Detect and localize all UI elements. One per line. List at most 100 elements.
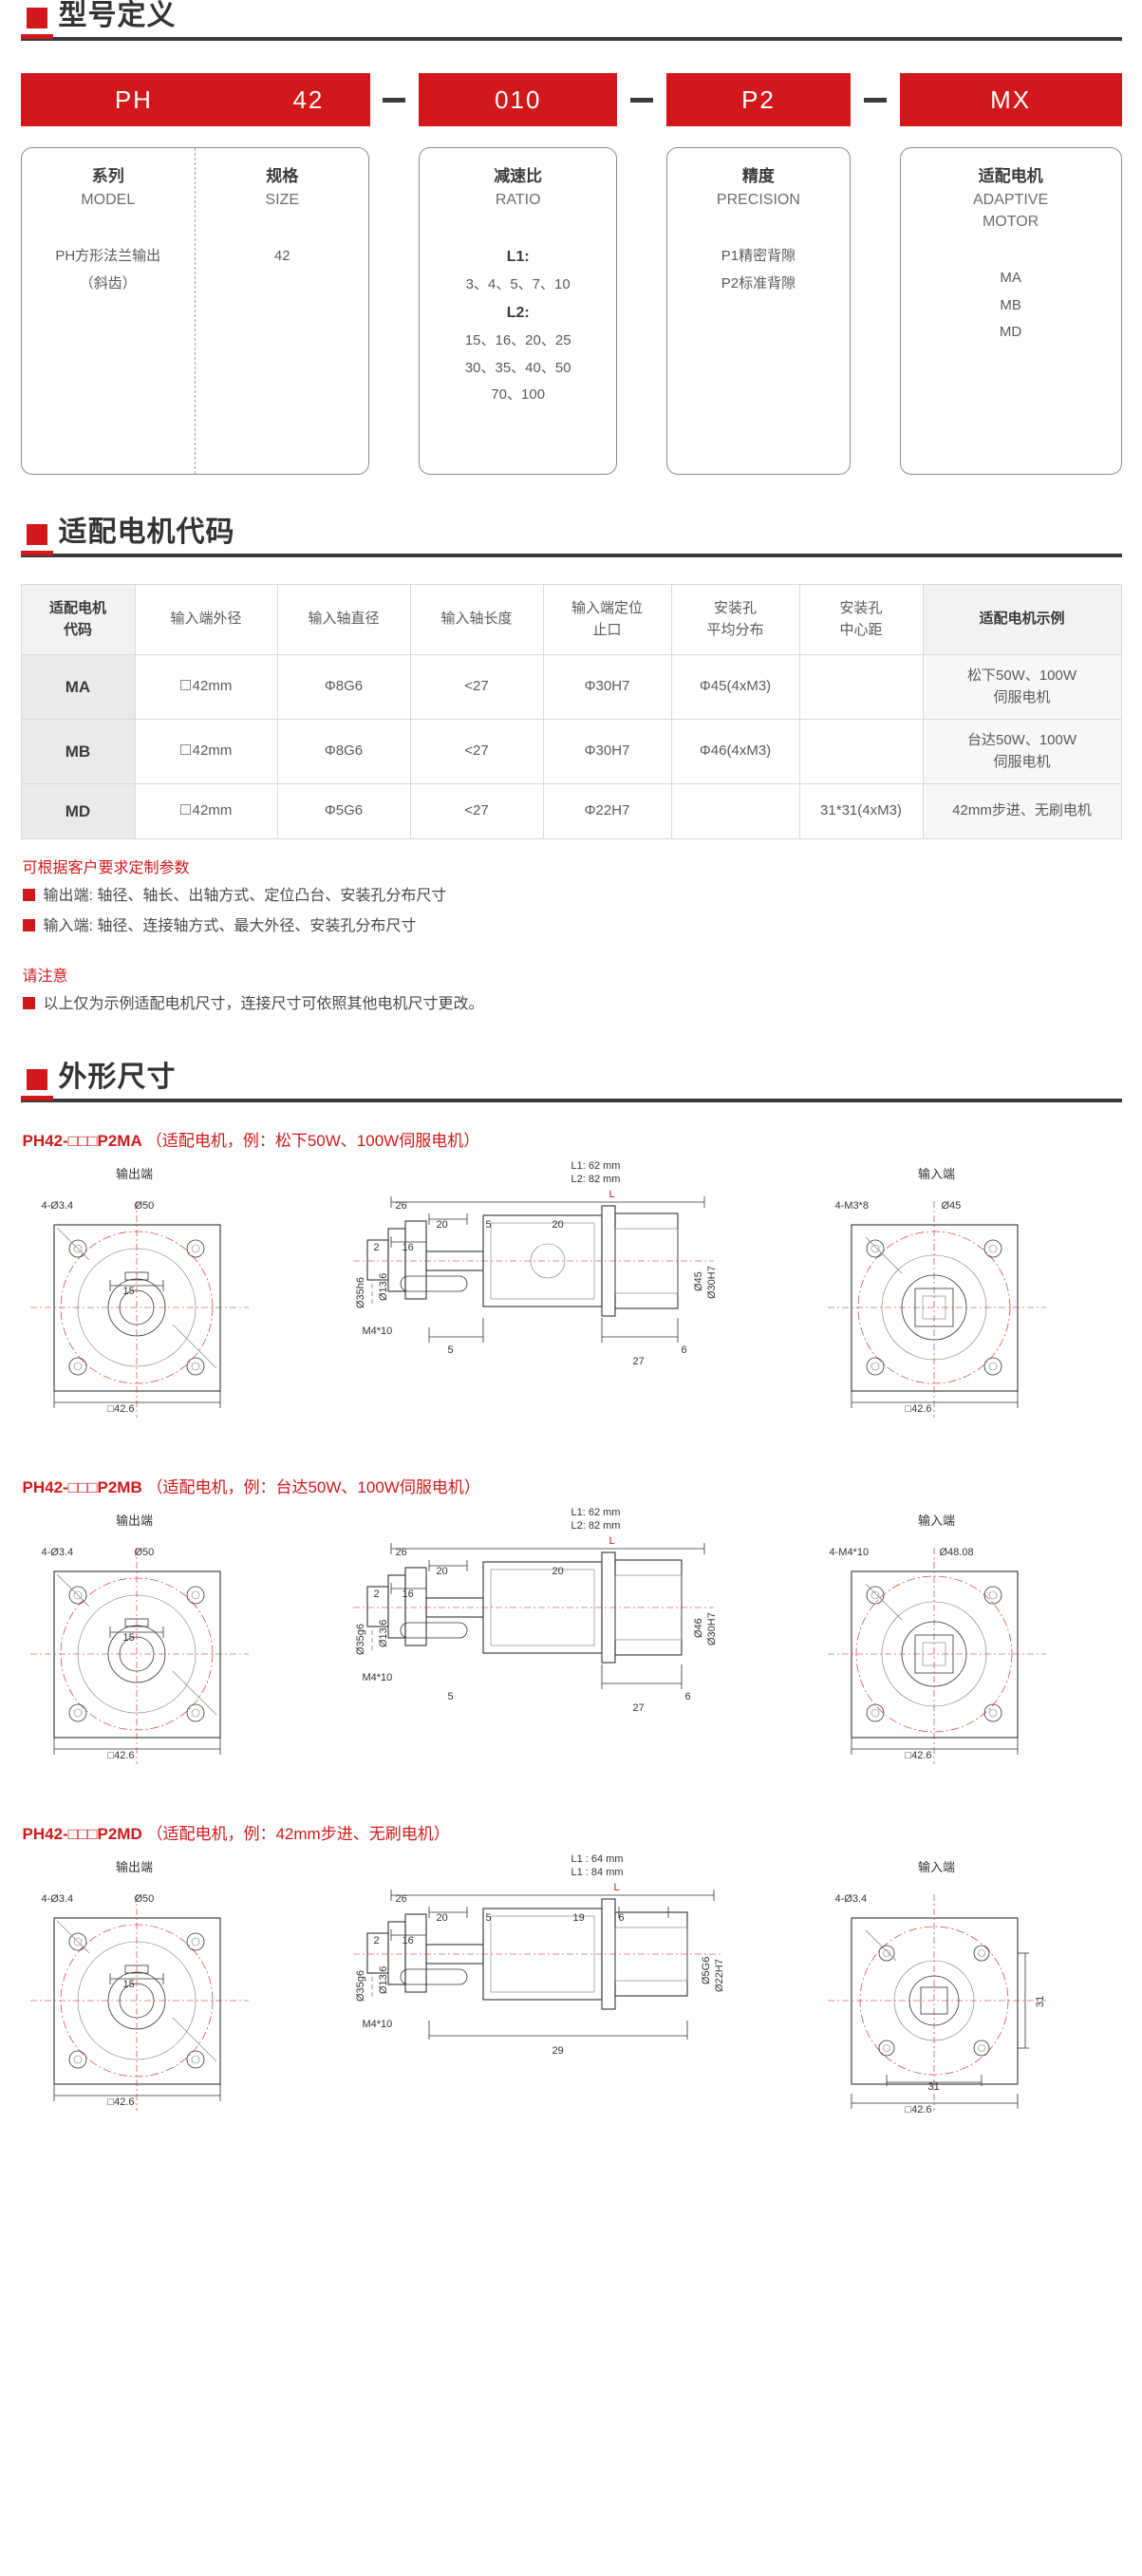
- label-15-mb: 15: [122, 1632, 135, 1644]
- desc-title-en-model: MODEL: [81, 191, 136, 208]
- th-input-spigot: 输入端定位 止口: [542, 584, 672, 655]
- cell-holes: [670, 783, 800, 839]
- desc-body-ratio: L1: 3、4、5、7、10 L2: 15、16、20、25 30、35、40、…: [429, 243, 607, 409]
- cell-shaft-len: <27: [409, 654, 544, 720]
- svg-output-flange-ma: [29, 1201, 249, 1418]
- label-m4x10-mb: M4*10: [362, 1672, 393, 1683]
- label-26-mb: 26: [395, 1547, 407, 1558]
- desc-body-line: （斜齿）: [79, 274, 137, 291]
- model-dash-2: [851, 73, 900, 126]
- drawing-title-md: PH42-□□□P2MD （适配电机，例：42mm步进、无刷电机）: [23, 1820, 1122, 1844]
- cell-spigot: Φ22H7: [542, 783, 672, 839]
- cell-center: [798, 719, 924, 784]
- label-d50-ma: Ø50: [134, 1200, 155, 1212]
- svg-input-flange-mb: [827, 1548, 1046, 1764]
- drawing-note-md: （适配电机，例：42mm步进、无刷电机）: [146, 1825, 450, 1843]
- label-sq426-mb: □42.6: [107, 1750, 135, 1761]
- desc-body-line: MB: [1000, 296, 1021, 313]
- label-sq426-input-mb: □42.6: [905, 1750, 932, 1761]
- label-31-v-md: 31: [1034, 1995, 1046, 2007]
- label-19-md: 19: [572, 1912, 585, 1924]
- label-27-mb: 27: [632, 1702, 645, 1714]
- label-16-ma: 16: [402, 1242, 414, 1253]
- desc-body-motor: MA MB MD: [910, 265, 1112, 347]
- label-4-holes-mb: 4-Ø3.4: [41, 1547, 74, 1558]
- th-input-shaft-length: 输入轴长度: [409, 584, 544, 655]
- label-sq426-input-ma: □42.6: [905, 1403, 932, 1415]
- th-line: 适配电机示例: [979, 611, 1065, 628]
- ratio-group-l1-values: 3、4、5、7、10: [465, 276, 571, 293]
- label-d13j6-md: Ø13j6: [377, 1965, 389, 1994]
- drawing-code-ma: PH42-□□□P2MA: [22, 1132, 142, 1150]
- th-line: 中心距: [839, 621, 883, 638]
- drawing-side-view-mb: L1: 62 mm L2: 82 mm L: [334, 1503, 761, 1759]
- model-dash-0: [370, 73, 420, 126]
- cell-shaft-dia: Φ8G6: [276, 654, 411, 720]
- desc-title-en-size: SIZE: [265, 191, 300, 208]
- cell-code: MD: [20, 783, 136, 839]
- table-row: MA 42mm Φ8G6 <27 Φ30H7 Φ45(4xM3) 松下50W、1…: [20, 654, 1122, 720]
- label-20-md: 20: [436, 1912, 448, 1924]
- desc-box-precision: 精度 PRECISION P1精密背隙 P2标准背隙: [665, 147, 851, 475]
- red-bullet-icon: [22, 889, 35, 901]
- motor-code-table-head: 适配电机 代码 输入端外径 输入轴直径 输入轴长度 输入端定位 止口 安装孔: [20, 584, 1122, 655]
- motor-code-table: 适配电机 代码 输入端外径 输入轴直径 输入轴长度 输入端定位 止口 安装孔: [20, 584, 1122, 839]
- desc-title-en-precision: PRECISION: [716, 191, 800, 208]
- model-chip-precision: P2: [665, 73, 851, 126]
- drawing-output-view-mb: 输出端: [29, 1511, 315, 1776]
- label-d50-md: Ø50: [134, 1893, 155, 1905]
- model-chip-size: 42: [247, 73, 370, 126]
- square-symbol-icon: [179, 680, 191, 691]
- label-L1-md: L1 : 64 mm: [571, 1853, 624, 1865]
- drawing-title-mb: PH42-□□□P2MB （适配电机，例：台达50W、100W伺服电机）: [23, 1474, 1122, 1497]
- desc-title-en-motor-1: ADAPTIVE: [973, 191, 1049, 208]
- cell-outer: 42mm: [134, 783, 278, 839]
- model-code-banner: PH 42 010 P2 MX: [20, 73, 1122, 126]
- label-4-holes-ma: 4-Ø3.4: [41, 1200, 74, 1212]
- desc-body-line: P1精密背隙: [721, 248, 796, 265]
- label-6-mb: 6: [684, 1691, 691, 1702]
- desc-title-cn-size: 规格: [266, 167, 299, 185]
- cell-spigot: Φ30H7: [542, 719, 672, 784]
- label-2-ma: 2: [373, 1242, 380, 1253]
- desc-body-size: 42: [201, 243, 364, 271]
- red-square-icon: [20, 523, 53, 555]
- cell-holes: Φ46(4xM3): [670, 719, 800, 784]
- label-20b-mb: 20: [552, 1566, 564, 1577]
- ratio-group-l2-values-3: 70、100: [491, 386, 546, 404]
- model-chip-motor: MX: [899, 73, 1122, 126]
- ratio-group-l2-values-1: 15、16、20、25: [464, 332, 571, 349]
- drawing-note-mb: （适配电机，例：台达50W、100W伺服电机）: [146, 1478, 480, 1496]
- drawing-row-md: 输出端: [21, 1850, 1122, 2134]
- label-sq426-md: □42.6: [107, 2097, 135, 2108]
- th-line: 输入轴直径: [308, 611, 380, 628]
- red-square-icon: [20, 1068, 53, 1100]
- label-d4808-mb: Ø48.08: [939, 1547, 974, 1558]
- drawing-output-view-ma: 输出端: [29, 1164, 315, 1429]
- red-bullet-icon: [22, 997, 35, 1009]
- drawing-row-mb: 输出端: [21, 1503, 1122, 1788]
- label-27-ma: 27: [632, 1356, 645, 1367]
- notes-custom-title: 可根据客户要求定制参数: [22, 860, 190, 876]
- drawing-title-ma: PH42-□□□P2MA （适配电机，例：松下50W、100W伺服电机）: [23, 1127, 1122, 1151]
- label-d13j6-mb: Ø13j6: [377, 1619, 389, 1647]
- cell-outer-value: 42mm: [192, 678, 233, 695]
- desc-body-line: MD: [999, 324, 1022, 341]
- caption-output-md: 输出端: [115, 1860, 153, 1874]
- desc-title-cn-motor: 适配电机: [978, 167, 1043, 185]
- svg-side-md: [352, 1890, 723, 2040]
- label-L2-ma: L2: 82 mm: [571, 1174, 621, 1185]
- label-d45-input-ma: Ø45: [941, 1200, 962, 1212]
- cell-shaft-dia: Φ8G6: [276, 719, 411, 784]
- note-item-text: 以上仅为示例适配电机尺寸，连接尺寸可依照其他电机尺寸更改。: [43, 996, 484, 1012]
- label-2-md: 2: [373, 1935, 380, 1946]
- label-L1-mb: L1: 62 mm: [571, 1507, 621, 1518]
- drawing-row-ma: 输出端: [21, 1156, 1122, 1441]
- desc-box-ratio: 减速比 RATIO L1: 3、4、5、7、10 L2: 15、16、20、25…: [419, 147, 618, 475]
- desc-col-model: 系列 MODEL PH方形法兰输出 （斜齿）: [22, 148, 196, 474]
- cell-example-line: 伺服电机: [993, 753, 1051, 770]
- model-chip-cell-0: PH: [20, 73, 248, 126]
- th-line: 安装孔: [839, 600, 883, 616]
- cell-center: 31*31(4xM3): [798, 783, 924, 839]
